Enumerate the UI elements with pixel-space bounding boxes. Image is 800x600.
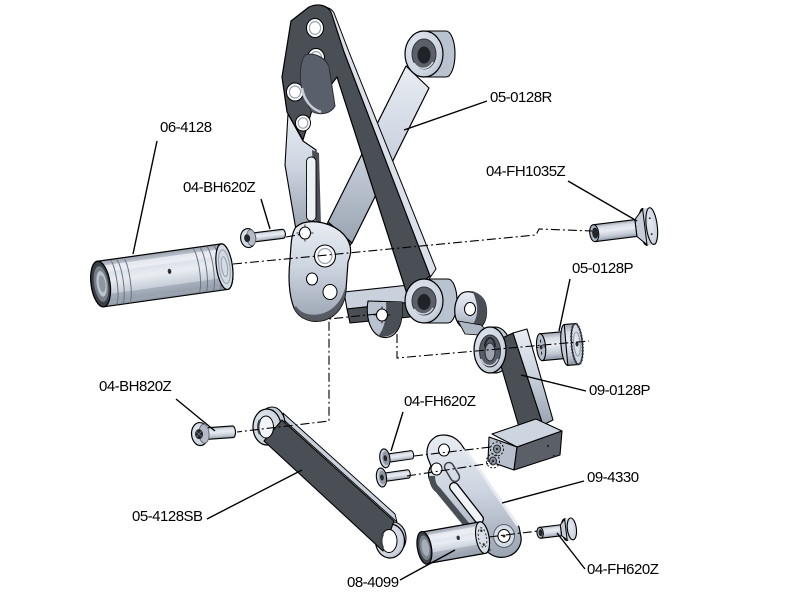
- part-arm-05-4128SB: [252, 406, 407, 559]
- part-label-04-FH620Z-low: 04-FH620Z: [587, 561, 659, 578]
- part-label-05-0128R: 05-0128R: [490, 89, 552, 106]
- part-label-04-FH620Z-mid: 04-FH620Z: [404, 393, 476, 410]
- part-label-05-4128SB: 05-4128SB: [132, 508, 203, 525]
- part-bolts-04-FH620Z-pair: [375, 448, 415, 488]
- assembly-center-lines: [232, 228, 593, 538]
- part-bolt-04-BH620Z: [240, 228, 286, 249]
- part-bolt-04-FH1035Z: [589, 207, 659, 247]
- part-label-06-4128: 06-4128: [160, 119, 212, 136]
- part-rocker-arm-09-0128P: [454, 291, 563, 471]
- part-spacer-05-0128P: [535, 322, 584, 366]
- part-label-04-BH620Z: 04-BH620Z: [183, 179, 256, 196]
- part-tube-06-4128: [90, 243, 234, 308]
- part-label-09-0128P: 09-0128P: [589, 382, 651, 399]
- part-bolt-04-FH620Z-right: [536, 517, 578, 542]
- part-label-05-0128P: 05-0128P: [572, 260, 634, 277]
- part-label-08-4099: 08-4099: [347, 574, 399, 591]
- part-label-04-BH820Z: 04-BH820Z: [99, 378, 172, 395]
- part-bracket-05-0128R: [281, 4, 458, 339]
- part-label-04-FH1035Z: 04-FH1035Z: [486, 163, 566, 180]
- part-bolt-04-BH820Z: [190, 421, 237, 447]
- label-leader-lines: [132, 100, 638, 581]
- part-cylinder-08-4099: [416, 521, 491, 565]
- part-label-09-4330: 09-4330: [587, 469, 639, 486]
